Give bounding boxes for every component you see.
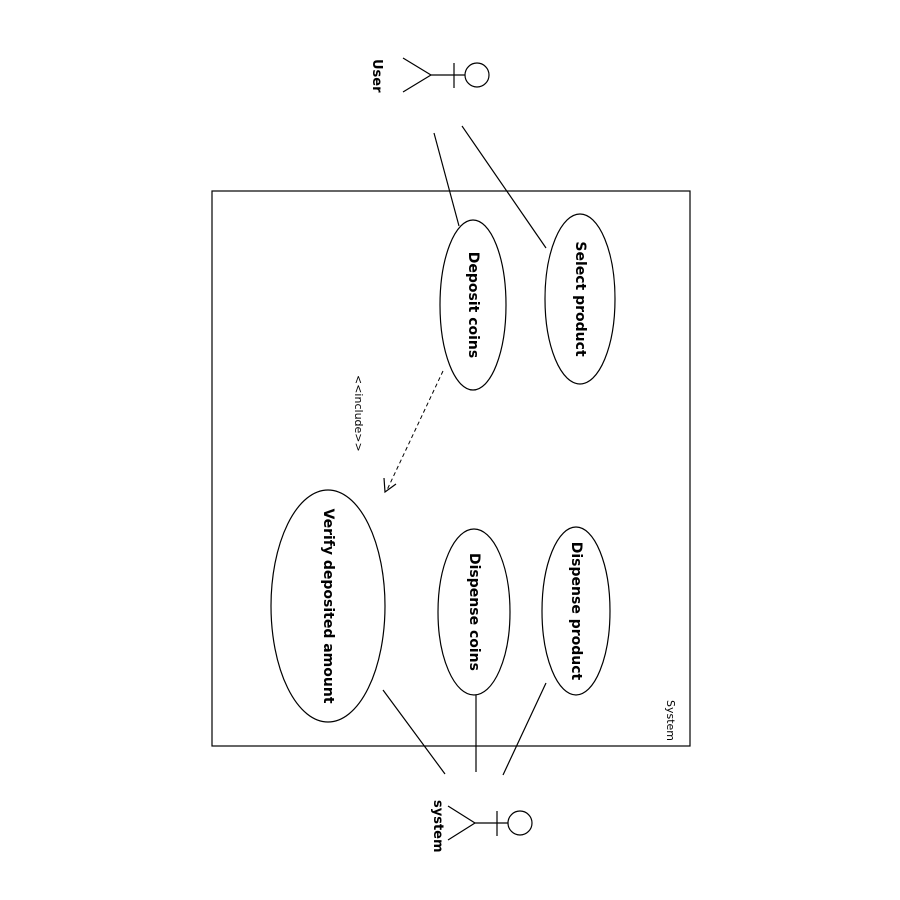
use-case-deposit-coins[interactable]: Deposit coins <box>439 219 507 391</box>
use-case-dispense-product[interactable]: Dispense product <box>541 526 611 696</box>
actor-system[interactable]: system <box>430 800 533 853</box>
include-label: <<include>> <box>352 375 365 452</box>
association-system-dispense-product <box>502 682 547 776</box>
system-boundary-label: System <box>664 700 677 741</box>
use-case-dispense-coins-label: Dispense coins <box>466 553 482 671</box>
use-case-verify-deposited-amount-label: Verify deposited amount <box>320 508 336 703</box>
include-dependency-line <box>386 370 444 491</box>
use-case-dispense-coins[interactable]: Dispense coins <box>437 528 511 696</box>
actor-system-label: system <box>430 800 445 853</box>
actor-user[interactable]: User <box>369 57 490 93</box>
use-case-verify-deposited-amount[interactable]: Verify deposited amount <box>270 489 386 723</box>
use-case-select-product-label: Select product <box>572 241 588 357</box>
association-user-select-product <box>461 125 547 249</box>
actor-user-icon <box>402 57 490 93</box>
association-system-verify <box>382 689 446 775</box>
actor-system-icon <box>447 805 533 841</box>
use-case-select-product[interactable]: Select product <box>544 213 616 385</box>
actor-user-label: User <box>369 59 384 93</box>
association-user-deposit-coins <box>433 132 460 227</box>
use-case-dispense-product-label: Dispense product <box>568 542 584 681</box>
use-case-deposit-coins-label: Deposit coins <box>465 252 481 358</box>
include-arrowhead <box>383 477 397 494</box>
